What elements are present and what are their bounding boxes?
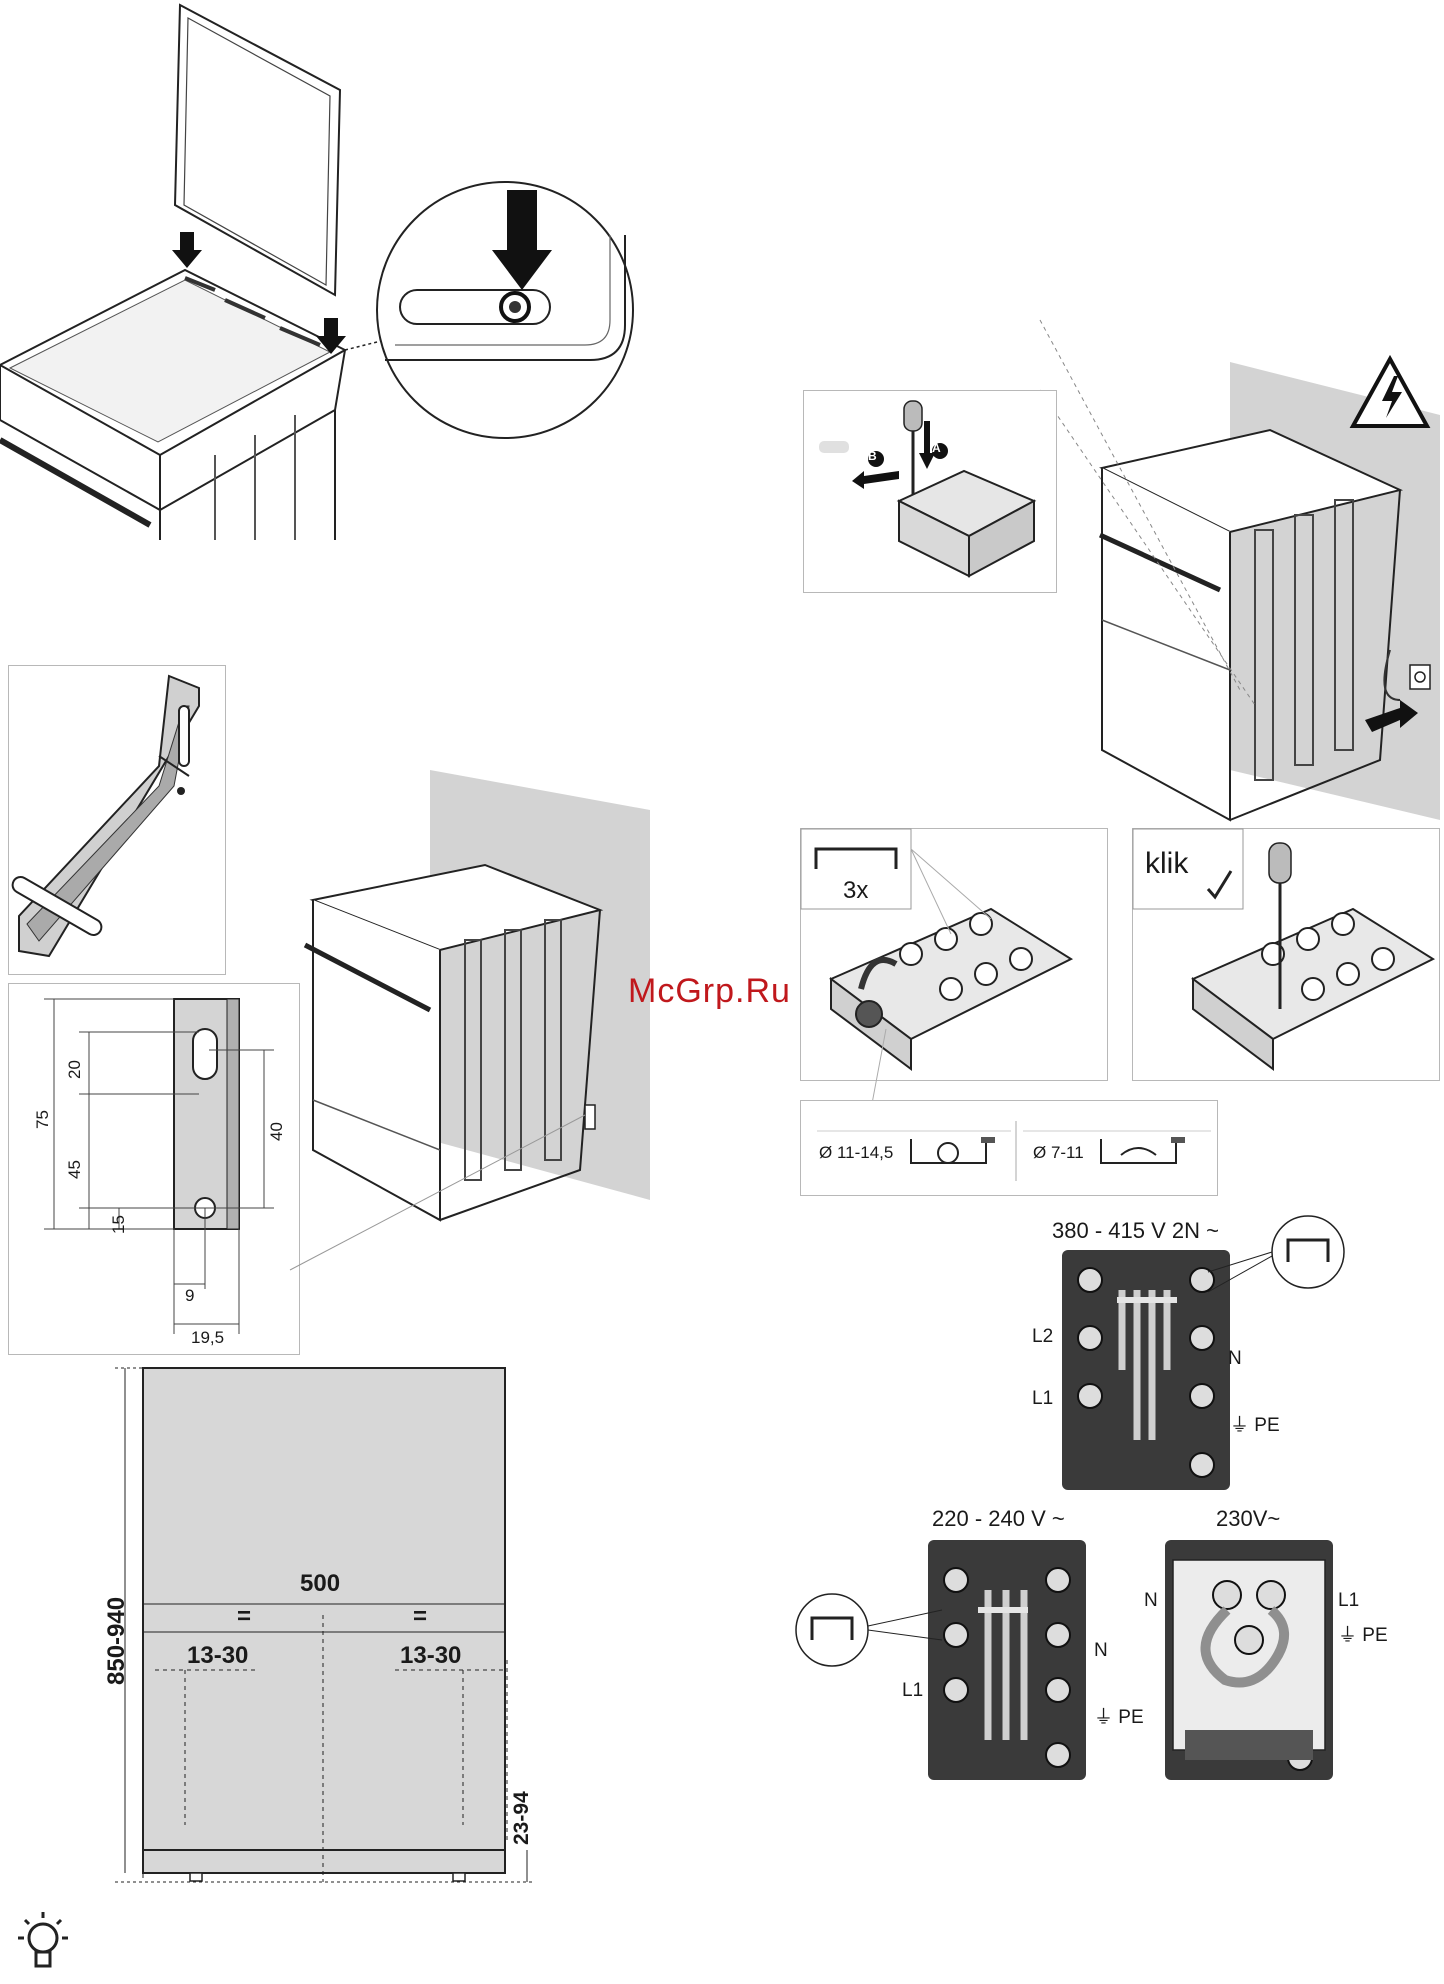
single-phase-pe-label: ⏚ PE	[1094, 1702, 1144, 1729]
cable-clamp-panel: Ø 11-14,5 Ø 7-11	[800, 1100, 1218, 1196]
cooker-wall-bracket-drawing	[280, 770, 660, 1230]
single-230-voltage-label: 230V~	[1216, 1506, 1280, 1532]
lightbulb-tip-icon	[8, 1908, 78, 1978]
bridge-insert-drawing	[801, 829, 1109, 1082]
bridge-zoom-circle-2	[792, 1590, 872, 1670]
warning-electric-icon	[1350, 356, 1430, 431]
foot-height-label: 23-94	[510, 1791, 534, 1845]
bridge-count-label: 3x	[843, 877, 868, 905]
screw-removal-panel: A B	[803, 390, 1057, 593]
single-230-pe-label: ⏚ PE	[1338, 1620, 1388, 1647]
equal-right-label: =	[413, 1603, 427, 1631]
step-b-label: B	[868, 449, 877, 463]
single-phase-terminal-drawing	[928, 1540, 1086, 1780]
watermark: McGrp.Ru	[628, 972, 791, 1011]
installation-plan-drawing	[95, 1360, 555, 1980]
dim-20: 20	[65, 1060, 85, 1079]
bracket-side-drawing	[9, 666, 227, 976]
bracket-side-view-panel	[8, 665, 226, 975]
lid-installation-figure	[0, 0, 650, 540]
lid-installation-drawing	[0, 0, 650, 540]
dim-9: 9	[185, 1286, 194, 1306]
single-230-pe-text: PE	[1362, 1625, 1387, 1646]
single-phase-l1-label: L1	[902, 1680, 923, 1702]
three-phase-l1-label: L1	[1032, 1388, 1053, 1410]
dim-15: 15	[109, 1215, 129, 1234]
bridge-zoom-circle	[1268, 1212, 1348, 1292]
dim-45: 45	[65, 1160, 85, 1179]
bracket-dimensions-panel: 75 20 45 15 40 9 19,5	[8, 983, 300, 1355]
bridge-insert-panel: 3x	[800, 828, 1108, 1081]
arrow-down-icon	[492, 190, 552, 300]
three-phase-terminal-drawing	[1062, 1250, 1230, 1490]
click-label: klik	[1145, 847, 1188, 881]
three-phase-terminal	[1062, 1250, 1230, 1490]
single-phase-terminal	[928, 1540, 1086, 1780]
single-phase-pe-text: PE	[1118, 1707, 1143, 1728]
single-phase-voltage-label: 220 - 240 V ~	[932, 1506, 1065, 1532]
three-phase-l2-label: L2	[1032, 1326, 1053, 1348]
single-230-l1-label: L1	[1338, 1590, 1359, 1612]
step-a-label: A	[932, 441, 941, 455]
offset-right-label: 13-30	[400, 1642, 461, 1670]
screwdriver-icon	[904, 401, 922, 431]
small-diameter-label: Ø 7-11	[1033, 1143, 1084, 1163]
large-diameter-label: Ø 11-14,5	[819, 1143, 893, 1163]
dim-19-5: 19,5	[191, 1328, 224, 1348]
cooker-bracket-figure	[280, 770, 660, 1230]
offset-left-label: 13-30	[187, 1642, 248, 1670]
bracket-dimension-drawing	[9, 984, 301, 1356]
installation-plan: 850-940 500 = = 13-30 13-30 23-94	[95, 1360, 555, 1980]
single-230-terminal-drawing	[1165, 1540, 1333, 1780]
three-phase-pe-label: ⏚ PE	[1230, 1410, 1280, 1437]
terminal-box-drawing	[804, 391, 1058, 594]
single-230-terminal	[1165, 1540, 1333, 1780]
single-phase-n-label: N	[1094, 1640, 1108, 1662]
equal-left-label: =	[237, 1603, 251, 1631]
height-range-label: 850-940	[103, 1597, 131, 1685]
bridge-fix-panel: klik	[1132, 828, 1440, 1081]
width-label: 500	[300, 1570, 340, 1598]
single-230-n-label: N	[1144, 1590, 1158, 1612]
three-phase-n-label: N	[1228, 1348, 1242, 1370]
dim-75: 75	[33, 1110, 53, 1129]
three-phase-voltage-label: 380 - 415 V 2N ~	[1052, 1218, 1219, 1244]
three-phase-pe-text: PE	[1254, 1415, 1279, 1436]
